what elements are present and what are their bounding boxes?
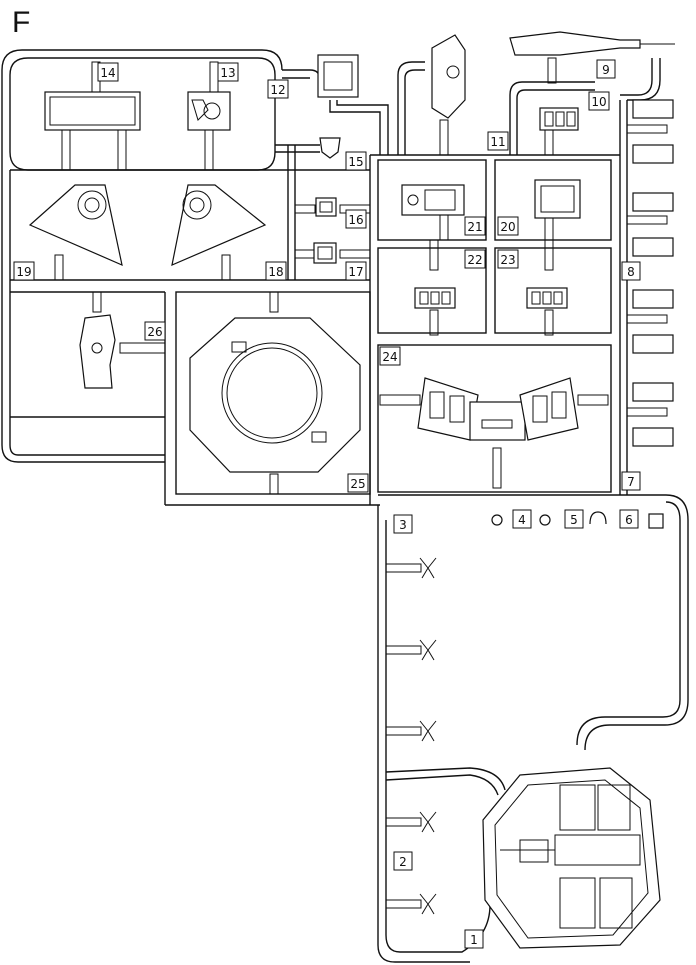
parts-4-5-6: [491, 511, 664, 529]
part-number-22: 22: [467, 253, 482, 267]
part-22: [414, 287, 456, 309]
parts-2-3-brackets: [419, 557, 437, 915]
part-number-4: 4: [518, 513, 526, 527]
part-number-24: 24: [382, 350, 397, 364]
part-23: [526, 287, 568, 309]
part-number-25: 25: [350, 477, 365, 491]
part-number-13: 13: [220, 66, 235, 80]
part-number-14: 14: [100, 66, 115, 80]
part-19-right: [171, 184, 267, 267]
part-number-2: 2: [399, 855, 407, 869]
part-number-11: 11: [490, 135, 505, 149]
part-1-hull: [482, 767, 661, 949]
part-number-3: 3: [399, 518, 407, 532]
part-13: [187, 91, 231, 131]
part-11-bracket: [431, 34, 466, 119]
part-number-7: 7: [627, 475, 635, 489]
part-16: [315, 197, 337, 217]
part-number-17: 17: [348, 265, 363, 279]
part-number-9: 9: [602, 63, 610, 77]
sprue-letter: F: [12, 6, 30, 39]
part-9-barrel: [509, 31, 675, 56]
part-number-15: 15: [348, 155, 363, 169]
part-number-12: 12: [270, 83, 285, 97]
part-8-tabs: [632, 99, 674, 447]
part-number-8: 8: [627, 265, 635, 279]
part-number-23: 23: [500, 253, 515, 267]
part-number-21: 21: [467, 220, 482, 234]
part-number-26: 26: [147, 325, 162, 339]
part-number-18: 18: [268, 265, 283, 279]
part-15: [319, 137, 341, 159]
part-number-6: 6: [625, 513, 633, 527]
part-number-19: 19: [16, 265, 31, 279]
part-number-5: 5: [570, 513, 578, 527]
part-17: [313, 242, 337, 264]
part-14: [44, 91, 141, 131]
part-25: [189, 317, 361, 473]
part-26: [79, 314, 116, 389]
part-24: [417, 377, 579, 441]
part-19-left: [28, 184, 123, 267]
part-number-10: 10: [591, 95, 606, 109]
part-20: [534, 179, 581, 219]
part-21: [401, 184, 465, 216]
part-number-1: 1: [470, 933, 478, 947]
part-number-labels: 1 2 3 4 5 6 7 8 9 10 11 12 13 14 15 16 1: [13, 59, 641, 949]
part-10: [539, 107, 579, 131]
part-12: [317, 54, 359, 98]
part-number-16: 16: [348, 213, 363, 227]
part-number-20: 20: [500, 220, 515, 234]
